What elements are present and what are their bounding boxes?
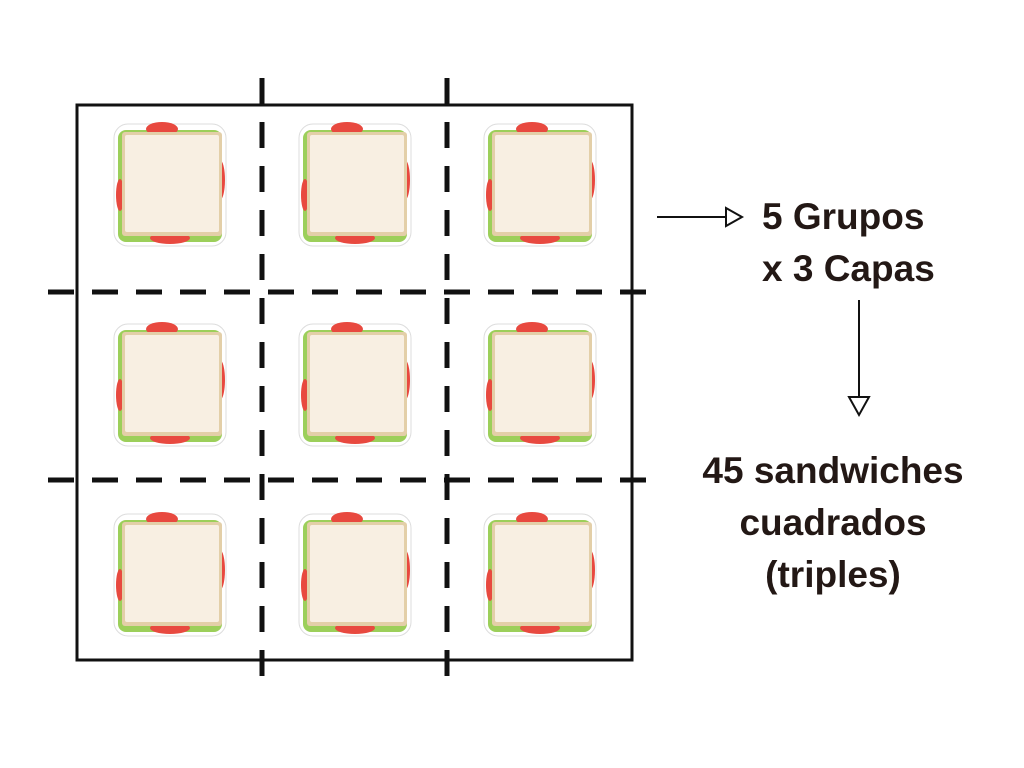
result-line-2: cuadrados (739, 502, 927, 543)
result-line-1: 45 sandwiches (702, 450, 964, 491)
sandwich-icon (483, 512, 597, 637)
arrow-down-icon (847, 300, 871, 418)
sandwich-icon (483, 322, 597, 447)
sandwich-icon (113, 122, 227, 247)
tray-outline (75, 103, 634, 662)
sandwich-icon (483, 122, 597, 247)
sandwich-icon (113, 322, 227, 447)
sandwich-icon (298, 122, 412, 247)
sandwich-icon (113, 512, 227, 637)
sandwich-icon (298, 322, 412, 447)
groups-label: 5 Grupos (762, 196, 925, 237)
result-line-3: (triples) (765, 554, 901, 595)
sandwich-grid (113, 122, 597, 637)
sandwich-icon (298, 512, 412, 637)
layers-label: x 3 Capas (762, 248, 935, 289)
arrow-right-icon (657, 206, 745, 228)
